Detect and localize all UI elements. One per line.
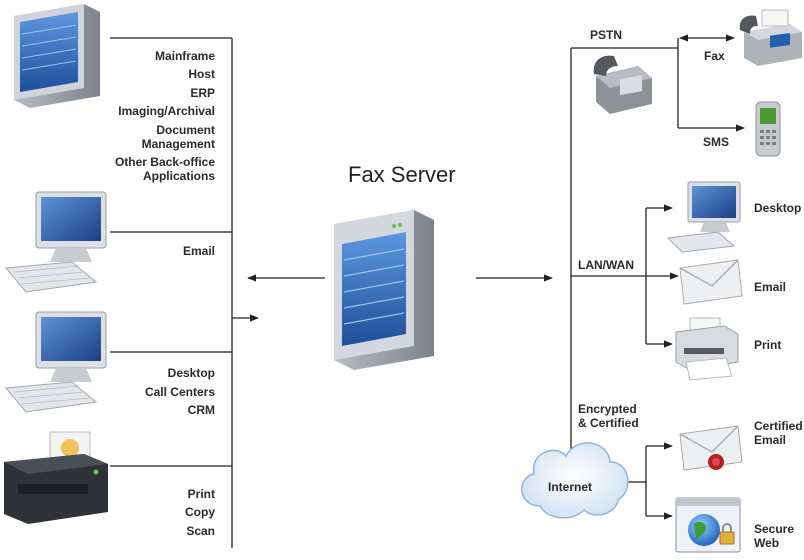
label-copy: Copy (185, 505, 215, 519)
label-left-email: Email (182, 244, 215, 258)
fax-server-icon (334, 210, 434, 370)
envelope-icon (679, 259, 743, 305)
desktop-computer-icon (5, 311, 107, 413)
envelope-icon (679, 425, 743, 471)
label-sms: SMS (703, 135, 730, 149)
label-left-desktop: Desktop (167, 366, 215, 380)
label-encrypted: Encrypted (578, 402, 637, 416)
label-host: Host (188, 67, 215, 81)
label-certified: Certified (754, 419, 803, 433)
label-crm: CRM (187, 403, 215, 417)
label-scan: Scan (186, 524, 215, 538)
label-mainframe: Mainframe (154, 49, 215, 63)
label-certified-email: Email (754, 433, 787, 447)
label-other-backoffice: Other Back-office (114, 155, 215, 169)
label-right-desktop: Desktop (754, 201, 802, 215)
printer-icon (675, 317, 739, 381)
globe-lock-icon (675, 497, 741, 553)
fax-machine-icon (739, 9, 802, 66)
mobile-phone-icon (755, 101, 781, 157)
label-applications: Applications (142, 169, 215, 183)
cloud-icon (521, 442, 629, 519)
label-imaging-archival: Imaging/Archival (118, 104, 215, 118)
diagram-title: Fax Server (348, 162, 456, 187)
label-pstn: PSTN (590, 28, 623, 42)
desktop-computer-icon (666, 181, 741, 253)
label-secure: Secure (754, 522, 795, 536)
label-right-print: Print (754, 338, 782, 352)
label-right-email: Email (754, 280, 787, 294)
label-internet: Internet (548, 480, 593, 494)
label-document: Document (156, 123, 215, 137)
label-management: Management (141, 137, 215, 151)
server-icon (14, 4, 100, 108)
desktop-computer-icon (5, 191, 107, 293)
printer-icon (4, 431, 108, 524)
label-erp: ERP (190, 86, 215, 100)
label-left-print: Print (187, 487, 215, 501)
label-lan-wan: LAN/WAN (578, 258, 634, 272)
telephone-icon (593, 55, 652, 114)
label-secure-web: Web (754, 536, 780, 550)
label-and-certified: & Certified (578, 416, 639, 430)
connector-lines (110, 34, 745, 548)
label-fax: Fax (704, 49, 725, 63)
label-call-centers: Call Centers (144, 385, 215, 399)
